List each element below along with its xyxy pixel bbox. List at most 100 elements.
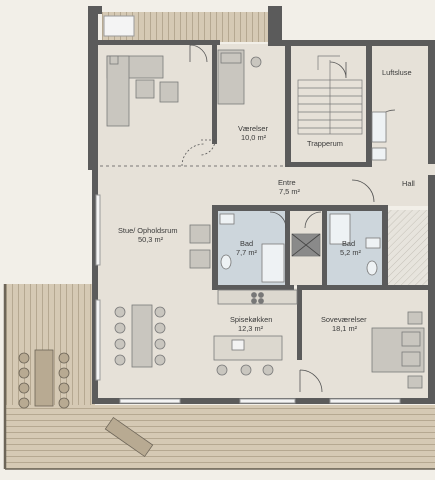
sun-lounger bbox=[104, 416, 154, 458]
hob-burner bbox=[258, 298, 264, 304]
dining-chair bbox=[114, 354, 126, 366]
bath1-sink bbox=[219, 213, 235, 225]
stair-arrow bbox=[317, 55, 340, 70]
wall-luft-right bbox=[428, 44, 435, 164]
label-sovevaerelser: Soveværelser bbox=[321, 315, 367, 324]
armchair-3 bbox=[189, 249, 211, 269]
wall-top-long bbox=[268, 40, 435, 46]
label-spisekokken: Spisekøkken bbox=[230, 315, 272, 324]
terrace-furniture bbox=[18, 349, 154, 458]
wall-bath2-right bbox=[382, 205, 388, 287]
armchair-2 bbox=[189, 224, 211, 244]
armchair bbox=[159, 81, 179, 103]
wall-shaft-left bbox=[285, 205, 290, 287]
elevator-shaft bbox=[388, 210, 428, 286]
label-bad-1: Bad bbox=[240, 239, 253, 248]
bottom-terrace-deck bbox=[5, 405, 435, 469]
dining-chair bbox=[154, 354, 166, 366]
wall-top-balcony bbox=[98, 40, 220, 45]
living-furniture bbox=[106, 55, 211, 269]
kitchen-counter bbox=[217, 289, 298, 305]
door-hall bbox=[351, 179, 375, 203]
bed-pillow bbox=[401, 351, 421, 367]
wall-bath-top bbox=[212, 205, 388, 211]
wall-stair-bottom bbox=[285, 162, 372, 167]
island-sink bbox=[231, 339, 245, 351]
windows bbox=[95, 15, 401, 404]
coffee-table bbox=[135, 79, 155, 99]
terrace-chair bbox=[58, 382, 70, 394]
terrace-chair bbox=[18, 352, 30, 364]
label-entre: Entre bbox=[278, 178, 296, 187]
bath-fixtures bbox=[219, 111, 387, 283]
terrace-chair bbox=[58, 397, 70, 409]
wall-bedroom-bottom-right bbox=[428, 290, 435, 400]
window-left-lower bbox=[95, 299, 101, 381]
bar-stool bbox=[216, 364, 228, 376]
terrace-deck bbox=[3, 12, 435, 470]
window-bottom-3 bbox=[329, 398, 401, 404]
area-stue: 50,3 m² bbox=[138, 235, 164, 244]
label-trapperum: Trapperum bbox=[307, 139, 343, 148]
sideboard bbox=[109, 55, 119, 65]
dining-chair bbox=[114, 322, 126, 334]
wall-stair-right bbox=[366, 44, 372, 166]
chair bbox=[250, 56, 262, 68]
bath2-sink bbox=[365, 237, 381, 249]
nightstand bbox=[407, 311, 423, 325]
window-bottom-2 bbox=[239, 398, 296, 404]
pillow bbox=[220, 52, 242, 64]
kitchen bbox=[213, 289, 298, 376]
room-labels: Luftsluse Værelser 10,0 m² Trapperum Ent… bbox=[118, 68, 415, 333]
wall-top-right bbox=[268, 6, 282, 46]
luft-sink bbox=[371, 147, 387, 161]
hall-floor bbox=[385, 164, 435, 206]
wall-kitchen-right bbox=[297, 285, 302, 360]
label-luftsluse: Luftsluse bbox=[382, 68, 412, 77]
bath2-shower bbox=[329, 213, 351, 245]
wall-bath2-bottom bbox=[300, 285, 435, 290]
window-left bbox=[95, 194, 101, 266]
nightstand bbox=[407, 375, 423, 389]
bath2-toilet bbox=[366, 260, 378, 276]
label-hall: Hall bbox=[402, 179, 415, 188]
door-bath1 bbox=[269, 211, 287, 229]
area-sovevaerelser: 18,1 m² bbox=[332, 324, 358, 333]
dining-chair bbox=[154, 338, 166, 350]
wall-shaft-right bbox=[322, 205, 327, 287]
bar-stool bbox=[262, 364, 274, 376]
window-top-balcony bbox=[103, 15, 135, 37]
door-kitchen bbox=[299, 369, 323, 393]
area-entre: 7,5 m² bbox=[279, 187, 300, 196]
dining-chair bbox=[114, 338, 126, 350]
door-bedroom bbox=[199, 139, 216, 156]
terrace-chair bbox=[18, 397, 30, 409]
wall-left-lower bbox=[92, 170, 98, 400]
entry-floor bbox=[215, 164, 385, 206]
terrace-chair bbox=[18, 367, 30, 379]
door-balcony bbox=[189, 44, 208, 63]
terrace-chair bbox=[58, 352, 70, 364]
dining-chair bbox=[114, 306, 126, 318]
kitchen-island bbox=[213, 335, 283, 361]
area-spisekokken: 12,3 m² bbox=[238, 324, 264, 333]
wall-bath-bottom bbox=[212, 285, 294, 290]
bath1-shower bbox=[261, 243, 285, 283]
wall-hall-right bbox=[428, 175, 435, 210]
wall-bedroom-right bbox=[285, 44, 291, 166]
wall-bedroom-left bbox=[212, 44, 217, 144]
area-vaerelser: 10,0 m² bbox=[241, 133, 267, 142]
label-stue: Stue/ Opholdsrum bbox=[118, 226, 178, 235]
wall-elevator-right bbox=[428, 205, 435, 287]
bedroom-furniture bbox=[371, 311, 425, 389]
terrace-chair bbox=[58, 367, 70, 379]
staircase bbox=[297, 55, 363, 135]
bed-pillow bbox=[401, 331, 421, 347]
luftsluse-floor bbox=[368, 44, 435, 164]
label-bad-2: Bad bbox=[342, 239, 355, 248]
shaft-cross bbox=[291, 233, 321, 257]
door-stair bbox=[329, 61, 347, 79]
window-bottom-1 bbox=[119, 398, 181, 404]
sofa-chaise bbox=[106, 55, 130, 127]
